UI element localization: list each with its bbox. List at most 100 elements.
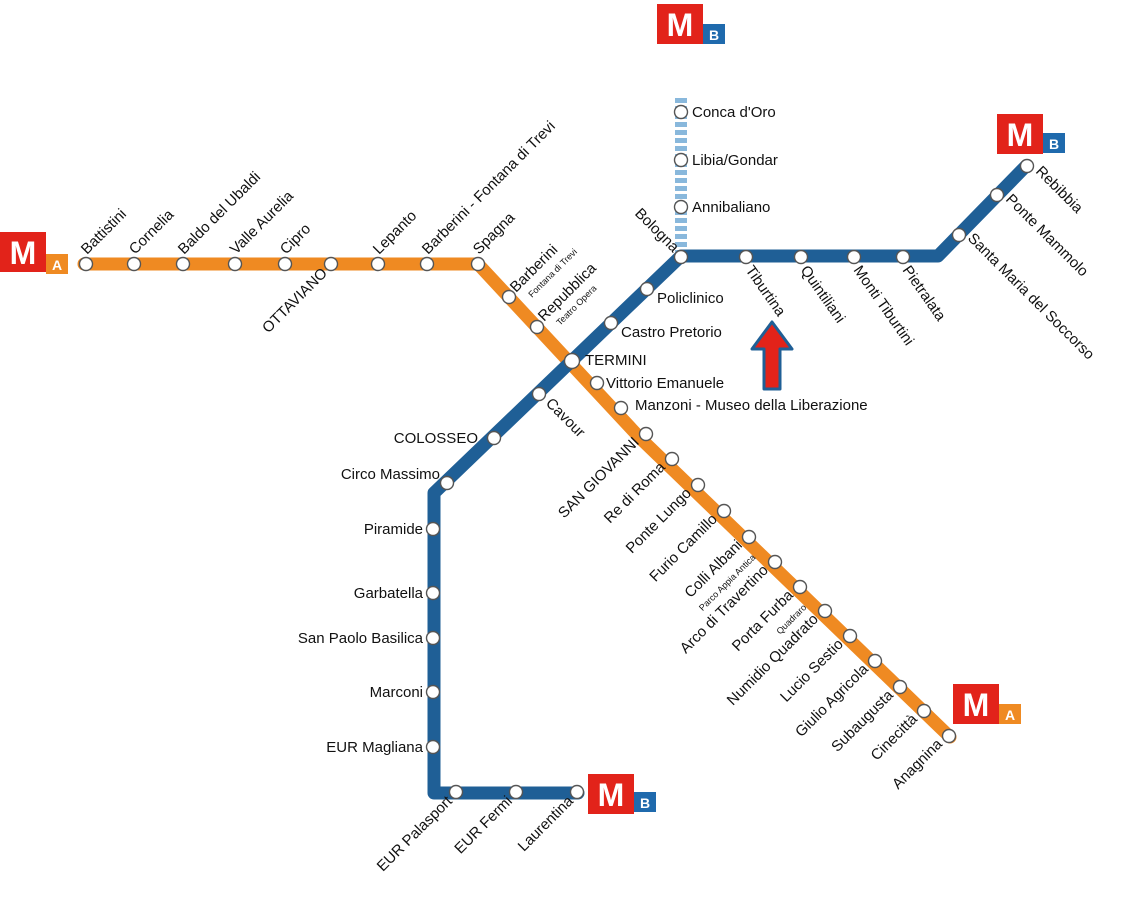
station-vittorio-emanuele[interactable]	[589, 375, 605, 391]
station-colosseo[interactable]	[486, 430, 502, 446]
station-ponte-lungo[interactable]	[690, 477, 706, 493]
station-repubblica[interactable]	[529, 319, 545, 335]
station-eur-fermi[interactable]	[508, 784, 524, 800]
line-b-stations	[425, 104, 1035, 800]
station-garbatella[interactable]	[425, 585, 441, 601]
station-cinecitta[interactable]	[916, 703, 932, 719]
station-valle-aurelia[interactable]	[227, 256, 243, 272]
station-monti-tiburtini[interactable]	[846, 249, 862, 265]
label-conca-doro: Conca d'Oro	[692, 104, 776, 121]
station-numidio-quadrato[interactable]	[817, 603, 833, 619]
metro-logo-a-west: M A	[0, 232, 68, 274]
label-termini: TERMINI	[585, 352, 647, 369]
metro-logo-b-south: M B	[588, 774, 656, 814]
station-cipro[interactable]	[277, 256, 293, 272]
station-marconi[interactable]	[425, 684, 441, 700]
label-piramide: Piramide	[364, 521, 423, 538]
label-cornelia: Cornelia	[126, 206, 178, 258]
station-furio-camillo[interactable]	[716, 503, 732, 519]
station-piramide[interactable]	[425, 521, 441, 537]
label-laurentina: Laurentina	[515, 792, 578, 855]
line-a-labels: Battistini Cornelia Baldo del Ubaldi Val…	[78, 118, 946, 793]
label-battistini: Battistini	[78, 206, 130, 258]
station-circo-massimo[interactable]	[439, 475, 455, 491]
label-eur-magliana: EUR Magliana	[326, 739, 423, 756]
tiburtina-arrow-icon	[750, 320, 794, 391]
station-lepanto[interactable]	[370, 256, 386, 272]
svg-text:A: A	[52, 257, 62, 273]
svg-text:B: B	[1049, 136, 1059, 152]
label-santa-maria-del-soccorso: Santa Maria del Soccorso	[964, 230, 1097, 363]
station-san-giovanni[interactable]	[638, 426, 654, 442]
svg-text:B: B	[640, 795, 650, 811]
station-battistini[interactable]	[78, 256, 94, 272]
svg-text:M: M	[1007, 117, 1034, 153]
station-tiburtina[interactable]	[738, 249, 754, 265]
metro-logo-b-north: M B	[657, 4, 725, 44]
station-barberini[interactable]	[501, 289, 517, 305]
station-colli-albani[interactable]	[741, 529, 757, 545]
label-circo-massimo: Circo Massimo	[341, 466, 440, 483]
station-annibaliano[interactable]	[673, 199, 689, 215]
label-bologna: Bologna	[631, 205, 682, 256]
metro-logo-a-southeast: M A	[953, 684, 1021, 724]
label-cipro: Cipro	[277, 220, 314, 257]
station-eur-magliana[interactable]	[425, 739, 441, 755]
station-santa-maria-del-soccorso[interactable]	[951, 227, 967, 243]
station-ottaviano[interactable]	[323, 256, 339, 272]
svg-text:M: M	[598, 777, 625, 813]
station-baldo-del-ubaldi[interactable]	[175, 256, 191, 272]
station-pietralata[interactable]	[895, 249, 911, 265]
station-cavour[interactable]	[531, 386, 547, 402]
station-barberini-fontana-di-trevi[interactable]	[419, 256, 435, 272]
metro-logo-b-northeast: M B	[997, 114, 1065, 154]
label-eur-palasport: EUR Palasport	[374, 792, 457, 875]
station-arco-di-travertino[interactable]	[767, 554, 783, 570]
station-spagna[interactable]	[470, 256, 486, 272]
station-termini-interchange[interactable]	[563, 352, 581, 370]
svg-text:M: M	[667, 7, 694, 43]
station-laurentina[interactable]	[569, 784, 585, 800]
label-tiburtina: Tiburtina	[742, 263, 789, 321]
label-spagna: Spagna	[470, 209, 519, 258]
label-arco-di-travertino: Arco di Travertino	[677, 562, 772, 657]
label-castro-pretorio: Castro Pretorio	[621, 324, 722, 341]
station-ponte-mammolo[interactable]	[989, 187, 1005, 203]
svg-text:M: M	[10, 235, 37, 271]
svg-text:M: M	[963, 687, 990, 723]
label-vittorio-emanuele: Vittorio Emanuele	[606, 375, 724, 392]
label-colosseo: COLOSSEO	[394, 430, 478, 447]
line-a-stations	[78, 256, 957, 744]
station-conca-doro[interactable]	[673, 104, 689, 120]
station-policlinico[interactable]	[639, 281, 655, 297]
station-eur-palasport[interactable]	[448, 784, 464, 800]
label-lepanto: Lepanto	[370, 207, 420, 257]
label-san-paolo-basilica: San Paolo Basilica	[298, 630, 424, 647]
station-san-paolo-basilica[interactable]	[425, 630, 441, 646]
station-castro-pretorio[interactable]	[603, 315, 619, 331]
label-annibaliano: Annibaliano	[692, 199, 770, 216]
station-lucio-sestio[interactable]	[842, 628, 858, 644]
svg-text:B: B	[709, 27, 719, 43]
station-cornelia[interactable]	[126, 256, 142, 272]
label-pietralata: Pietralata	[899, 263, 950, 325]
station-giulio-agricola[interactable]	[867, 653, 883, 669]
station-porta-furba[interactable]	[792, 579, 808, 595]
label-libia-gondar: Libia/Gondar	[692, 152, 778, 169]
station-manzoni[interactable]	[613, 400, 629, 416]
station-bologna[interactable]	[673, 249, 689, 265]
label-garbatella: Garbatella	[354, 585, 424, 602]
station-rebibbia[interactable]	[1019, 158, 1035, 174]
station-quintiliani[interactable]	[793, 249, 809, 265]
label-ottaviano: OTTAVIANO	[259, 265, 331, 337]
station-subaugusta[interactable]	[892, 679, 908, 695]
svg-text:A: A	[1005, 707, 1015, 723]
label-marconi: Marconi	[370, 684, 423, 701]
label-numidio-quadrato: Numidio Quadrato	[724, 611, 822, 709]
station-anagnina[interactable]	[941, 728, 957, 744]
station-re-di-roma[interactable]	[664, 451, 680, 467]
label-eur-fermi: EUR Fermi	[451, 793, 515, 857]
label-quintiliani: Quintiliani	[797, 263, 849, 327]
station-libia-gondar[interactable]	[673, 152, 689, 168]
